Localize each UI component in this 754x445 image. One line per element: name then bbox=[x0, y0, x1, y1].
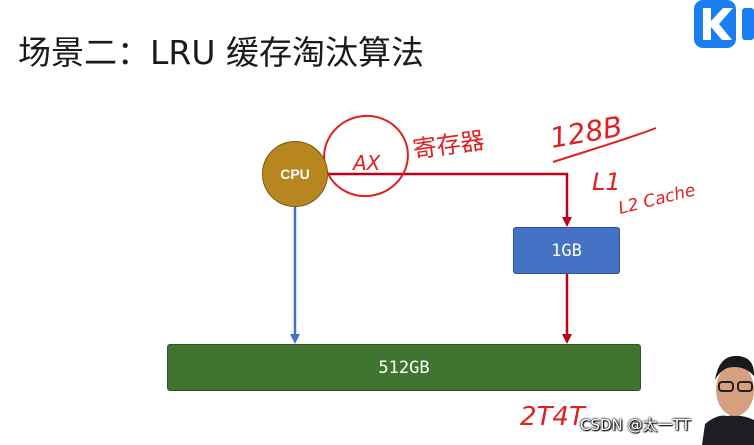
hand-l1: L1 bbox=[592, 168, 621, 196]
hand-underline bbox=[552, 127, 657, 163]
disk-node: 512GB bbox=[167, 344, 641, 391]
app-logo bbox=[694, 0, 754, 48]
cpu-to-memory-arrow bbox=[328, 172, 572, 227]
cpu-node: CPU bbox=[262, 141, 328, 207]
hand-ax: AX bbox=[351, 151, 382, 175]
memory-node: 1GB bbox=[513, 227, 620, 274]
watermark: CSDN @太一TT bbox=[580, 416, 691, 434]
hand-size: 128B bbox=[547, 110, 624, 155]
hand-tb: 2T4T bbox=[520, 402, 587, 432]
hand-register: 寄存器 bbox=[411, 126, 486, 164]
hand-l2: L2 Cache bbox=[616, 180, 697, 218]
presenter-video bbox=[697, 346, 754, 445]
slide-title: 场景二：LRU 缓存淘汰算法 bbox=[18, 33, 424, 72]
